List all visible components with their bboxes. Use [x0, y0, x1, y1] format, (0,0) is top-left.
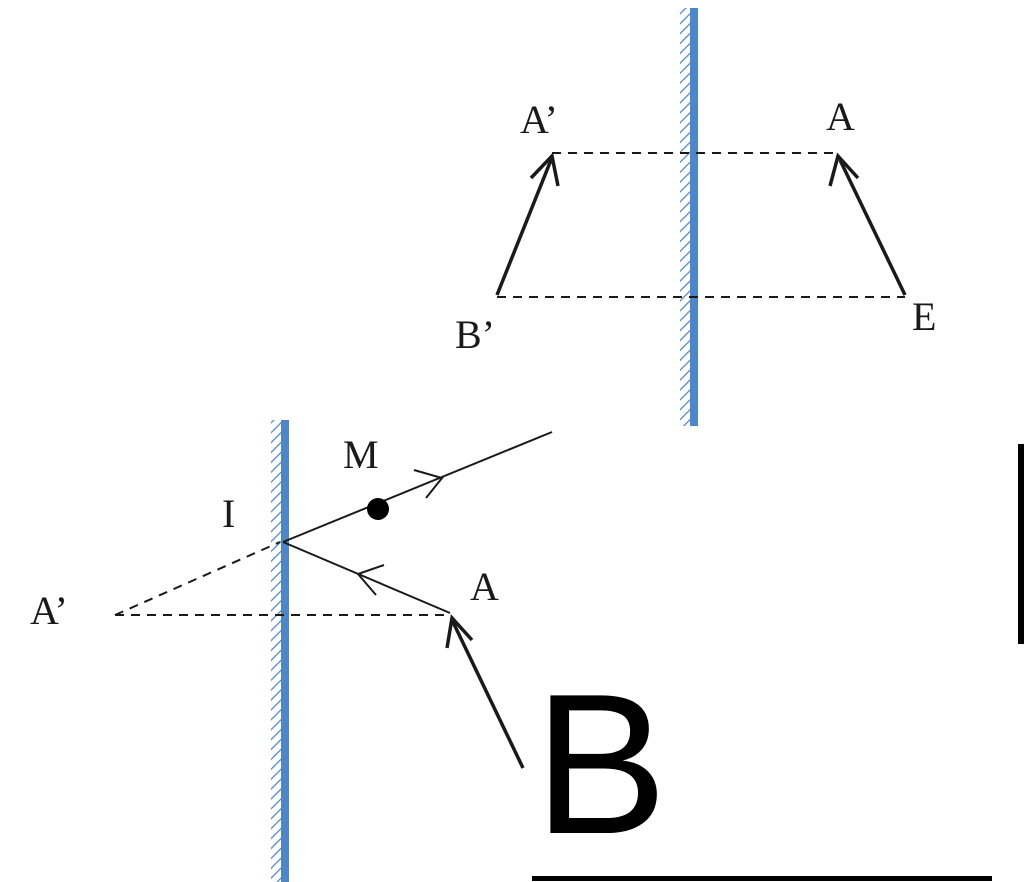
- right-edge-bar: [1018, 444, 1024, 644]
- reflected-ray-arrowhead: [413, 469, 444, 499]
- label-object-top: A: [826, 94, 855, 139]
- bottom-diagram: I M A’ A: [30, 420, 553, 882]
- image-arrow: [495, 159, 553, 296]
- reflected-ray: [282, 431, 553, 543]
- answer-letter: B: [534, 653, 667, 876]
- top-diagram: A’ A B’ E: [455, 8, 936, 426]
- label-image-top: A’: [520, 97, 558, 142]
- bottom-mirror-hatching: [271, 420, 282, 882]
- object-arrowhead: [828, 152, 860, 187]
- incident-ray: [282, 541, 451, 614]
- label-incidence-point: I: [222, 491, 235, 536]
- label-bottom-object-top: A: [470, 564, 499, 609]
- answer-underline: [532, 876, 992, 881]
- label-image-base: B’: [455, 312, 495, 357]
- virtual-ray-dashed: [114, 541, 281, 616]
- label-observer: M: [343, 432, 379, 477]
- bottom-object-arrowhead: [445, 614, 474, 649]
- top-mirror-hatching: [680, 8, 691, 426]
- image-arrowhead: [529, 152, 560, 187]
- bottom-mirror: [281, 420, 289, 882]
- incident-ray-arrowhead: [356, 564, 385, 596]
- label-bottom-image: A’: [30, 588, 68, 633]
- label-object-base: E: [912, 294, 936, 339]
- observer-point: [367, 498, 389, 520]
- top-mirror: [690, 8, 698, 426]
- answer-overlay: B: [532, 444, 1024, 881]
- bottom-object-arrow: [451, 621, 525, 769]
- object-arrow: [838, 159, 907, 296]
